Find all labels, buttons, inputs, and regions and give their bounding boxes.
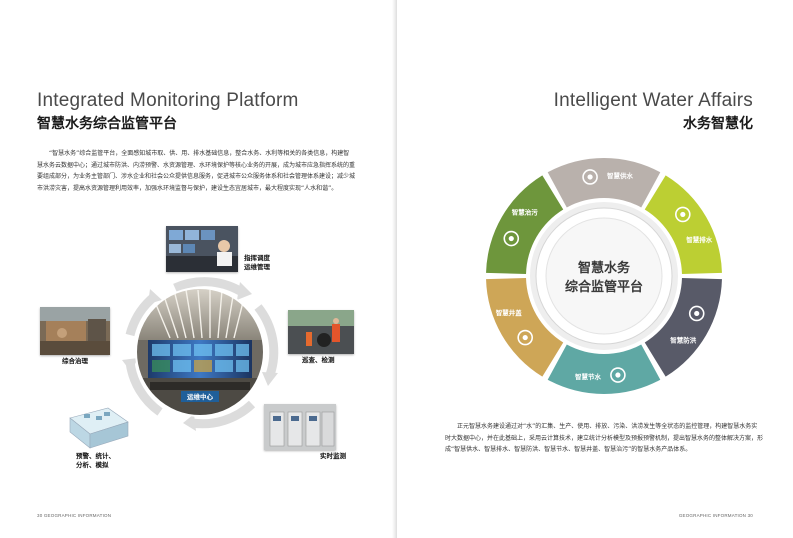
right-chinese-title: 水务智慧化 bbox=[683, 116, 753, 132]
left-english-title: Integrated Monitoring Platform bbox=[37, 90, 299, 111]
right-english-title: Intelligent Water Affairs bbox=[553, 90, 753, 111]
manhole-icon bbox=[517, 329, 533, 346]
inspection-photo bbox=[288, 310, 354, 354]
wheel-segment-label: 智慧供水 bbox=[607, 171, 634, 180]
wheel-segment-4 bbox=[547, 344, 661, 394]
left-page: Integrated Monitoring Platform 智慧水务综合监管平… bbox=[0, 0, 396, 538]
wheel-segment-3 bbox=[644, 278, 722, 377]
left-chinese-title: 智慧水务综合监管平台 bbox=[37, 116, 177, 132]
caption-dispatch-text: 指挥调度 运维管理 bbox=[244, 254, 270, 271]
wheel-segment-label: 智慧防洪 bbox=[670, 336, 697, 345]
drainage-icon bbox=[675, 206, 691, 223]
wheel-segment-1 bbox=[547, 157, 661, 208]
governance-photo bbox=[40, 307, 110, 355]
monitoring-photo bbox=[264, 404, 336, 450]
faucet-icon bbox=[610, 367, 626, 383]
control-room-photo bbox=[136, 288, 264, 416]
wheel-segment-label: 智慧治污 bbox=[512, 207, 538, 216]
caption-warning: 预警、统计、 分析、模拟 bbox=[76, 452, 115, 470]
water-supply-icon bbox=[582, 169, 598, 185]
pollution-icon bbox=[503, 230, 520, 247]
operations-cycle-diagram: 运维中心 bbox=[122, 277, 279, 431]
caption-warning-text: 预警、统计、 分析、模拟 bbox=[76, 452, 115, 469]
left-folio: 30 GEOGRAPHIC INFORMATION bbox=[37, 513, 112, 518]
wheel-segment-2 bbox=[644, 175, 722, 274]
wheel-segment-6 bbox=[486, 175, 564, 274]
wheel-segment-label: 智慧井盖 bbox=[496, 308, 523, 317]
wheel-center-line2: 综合监管平台 bbox=[565, 279, 643, 295]
caption-monitoring: 实时监测 bbox=[320, 452, 346, 460]
right-description-paragraph: 正元智慧水务建设通过对“水”的汇集、生产、使用、排放、污染、洪涝发生等全状态的监… bbox=[445, 423, 764, 453]
right-page: Intelligent Water Affairs 水务智慧化 智慧水务 综合监… bbox=[397, 0, 793, 538]
wheel-segment-label: 智慧节水 bbox=[575, 372, 602, 381]
wheel-center-line1: 智慧水务 bbox=[578, 260, 631, 276]
analysis-model-photo bbox=[64, 404, 130, 450]
caption-inspection: 巡查、检测 bbox=[302, 356, 335, 364]
center-label: 运维中心 bbox=[187, 392, 214, 401]
left-intro-paragraph: “智慧水务”综合监管平台，全面感知城市取、供、用、排水基础信息，整合水务、水利等… bbox=[37, 150, 356, 192]
wheel-segment-label: 智慧排水 bbox=[686, 235, 713, 244]
caption-governance: 综合治理 bbox=[62, 357, 88, 365]
wheel-segment-5 bbox=[486, 278, 564, 377]
right-folio: GEOGRAPHIC INFORMATION 30 bbox=[678, 513, 753, 518]
flood-control-icon bbox=[688, 305, 705, 322]
dispatch-photo bbox=[166, 226, 238, 272]
caption-dispatch: 指挥调度 运维管理 bbox=[244, 254, 270, 272]
